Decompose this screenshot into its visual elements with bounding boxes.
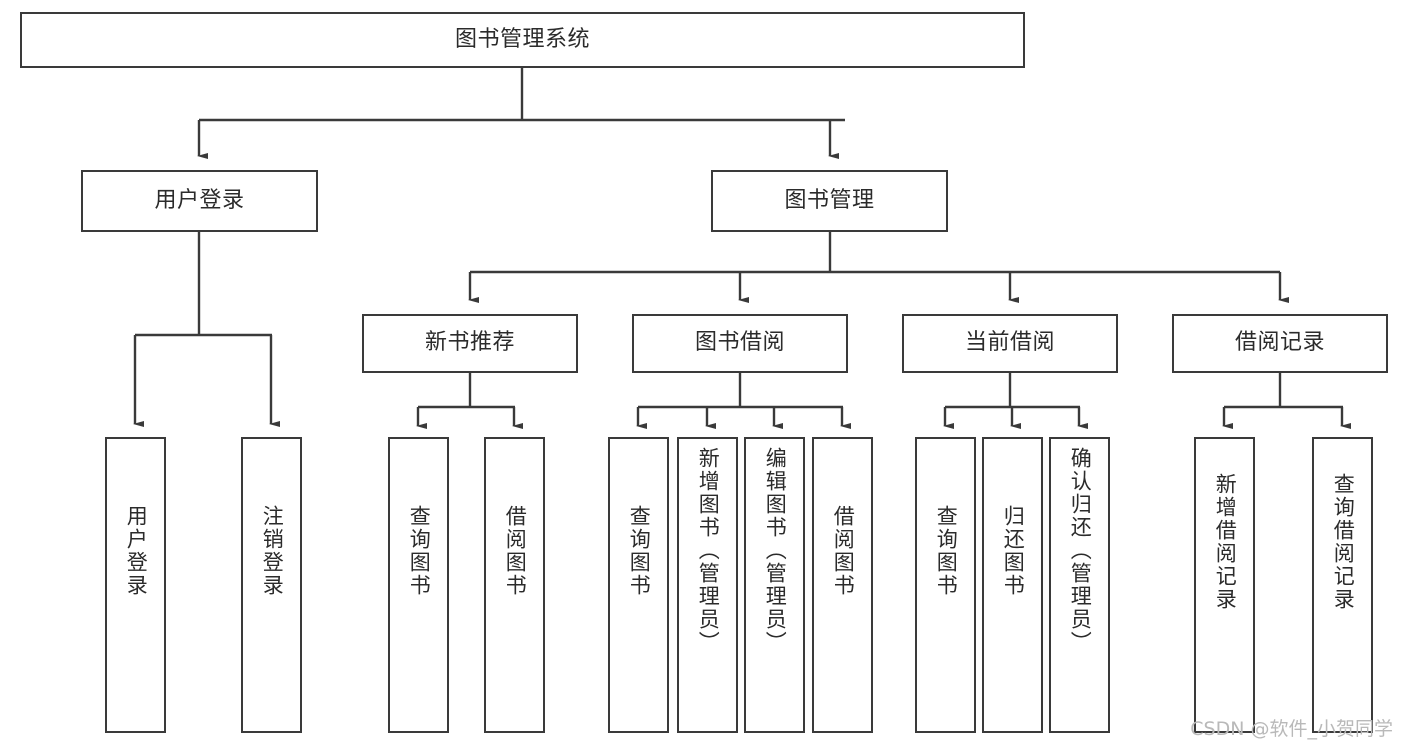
node-leaf-add-book-label: 新增图书（管理员）	[696, 447, 721, 654]
node-root-label: 图书管理系统	[454, 26, 590, 52]
node-book-manage[interactable]: 图书管理	[711, 170, 948, 232]
node-leaf-add-book[interactable]: 新增图书（管理员）	[677, 437, 738, 733]
node-new-book-rec-label: 新书推荐	[424, 330, 515, 356]
node-leaf-query-book-label: 查询图书	[627, 505, 652, 597]
connector-borrowrecord-to-leaves	[1222, 373, 1351, 429]
node-leaf-add-record-label: 新增借阅记录	[1213, 473, 1238, 611]
node-leaf-add-record[interactable]: 新增借阅记录	[1194, 437, 1255, 733]
connector-userlogin-to-leaves	[133, 232, 280, 427]
node-leaf-edit-book[interactable]: 编辑图书（管理员）	[744, 437, 805, 733]
node-leaf-confirm-return[interactable]: 确认归还（管理员）	[1049, 437, 1110, 733]
connector-bookmanage-to-level2	[468, 232, 1289, 303]
node-book-borrow[interactable]: 图书借阅	[632, 314, 848, 373]
node-leaf-logout-label: 注销登录	[260, 505, 285, 597]
connector-currentborrow-to-leaves	[943, 373, 1088, 429]
node-book-manage-label: 图书管理	[784, 187, 875, 213]
connector-newbookrec-to-leaves	[416, 373, 523, 429]
node-new-book-rec[interactable]: 新书推荐	[362, 314, 578, 373]
node-leaf-borrow-book-label: 借阅图书	[831, 505, 856, 597]
node-book-borrow-label: 图书借阅	[694, 330, 785, 356]
node-leaf-logout[interactable]: 注销登录	[241, 437, 302, 733]
node-user-login-label: 用户登录	[154, 187, 245, 213]
node-leaf-query-book-rec-label: 查询图书	[407, 505, 432, 597]
node-leaf-return-book[interactable]: 归还图书	[982, 437, 1043, 733]
node-leaf-confirm-return-label: 确认归还（管理员）	[1068, 447, 1093, 654]
node-borrow-record-label: 借阅记录	[1234, 330, 1325, 356]
node-leaf-query-book-cur-label: 查询图书	[934, 505, 959, 597]
connector-root-to-level1	[197, 68, 845, 159]
node-borrow-record[interactable]: 借阅记录	[1172, 314, 1388, 373]
node-leaf-query-book[interactable]: 查询图书	[608, 437, 669, 733]
node-leaf-edit-book-label: 编辑图书（管理员）	[763, 447, 788, 654]
node-user-login[interactable]: 用户登录	[81, 170, 318, 232]
node-leaf-query-book-cur[interactable]: 查询图书	[915, 437, 976, 733]
node-leaf-user-login-label: 用户登录	[124, 505, 149, 597]
node-leaf-query-book-rec[interactable]: 查询图书	[388, 437, 449, 733]
node-leaf-borrow-book-rec[interactable]: 借阅图书	[484, 437, 545, 733]
node-leaf-borrow-book-rec-label: 借阅图书	[503, 505, 528, 597]
node-leaf-query-record-label: 查询借阅记录	[1331, 473, 1356, 611]
connector-bookborrow-to-leaves	[636, 373, 851, 429]
node-leaf-borrow-book[interactable]: 借阅图书	[812, 437, 873, 733]
node-current-borrow[interactable]: 当前借阅	[902, 314, 1118, 373]
node-root[interactable]: 图书管理系统	[20, 12, 1025, 68]
node-leaf-query-record[interactable]: 查询借阅记录	[1312, 437, 1373, 733]
node-current-borrow-label: 当前借阅	[964, 330, 1055, 356]
node-leaf-return-book-label: 归还图书	[1001, 505, 1026, 597]
node-leaf-user-login[interactable]: 用户登录	[105, 437, 166, 733]
